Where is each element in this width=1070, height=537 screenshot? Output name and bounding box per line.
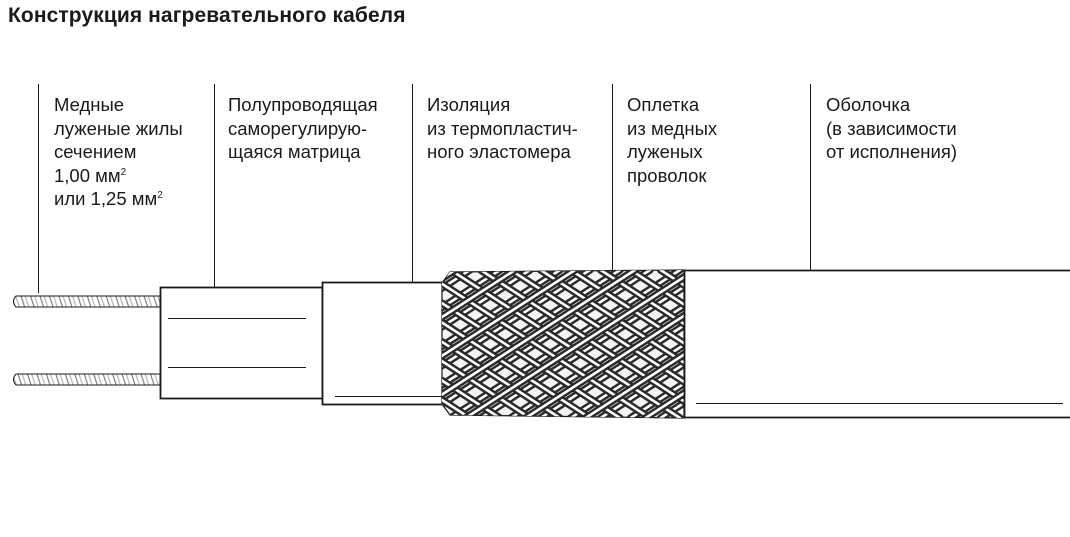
label-insulation: Изоляция из термопластич- ного эластомер… — [427, 93, 578, 164]
label-insulation-line-1: Изоляция — [427, 94, 511, 115]
label-matrix-line-2: саморегулирую- — [228, 117, 368, 139]
label-jacket-line-3: от исполнения) — [826, 141, 958, 162]
label-conductors: Медные луженые жилы сечением 1,00 мм2 ил… — [54, 93, 183, 211]
label-conductors-line-5-text: или 1,25 мм — [54, 188, 158, 209]
label-braid-line-3: луженых — [627, 141, 703, 162]
label-conductors-line-4-text: 1,00 мм — [54, 164, 121, 186]
jacket-layer — [683, 269, 1070, 419]
label-jacket-line-1: Оболочка — [826, 94, 911, 115]
label-jacket-line-2: (в зависимости — [826, 117, 957, 139]
matrix-layer — [159, 286, 324, 400]
insulation-layer — [321, 281, 446, 406]
label-braid-line-2: из медных — [627, 117, 718, 139]
label-conductors-line-4-sup: 2 — [120, 166, 127, 178]
label-braid-line-4: проволок — [627, 164, 707, 186]
label-conductors-line-2: луженые жилы — [54, 117, 183, 139]
conductor-wire-top — [13, 295, 161, 308]
label-conductors-line-5: или 1,25 мм2 — [54, 187, 183, 211]
label-conductors-line-5-sup: 2 — [157, 190, 163, 201]
conductor-wire-bottom — [13, 373, 161, 386]
label-conductors-line-4: 1,00 мм2 — [54, 164, 183, 188]
page-title: Конструкция нагревательного кабеля — [8, 4, 406, 27]
label-jacket: Оболочка (в зависимости от исполнения) — [826, 93, 957, 164]
label-braid-line-1: Оплетка — [627, 94, 700, 115]
label-insulation-line-3: ного эластомера — [427, 141, 571, 162]
label-conductors-line-1: Медные — [54, 94, 125, 115]
label-matrix-line-1: Полупроводящая — [228, 94, 378, 115]
label-braid: Оплетка из медных луженых проволок — [627, 93, 717, 187]
label-insulation-line-2: из термопластич- — [427, 117, 578, 139]
label-conductors-line-3: сечением — [54, 141, 137, 162]
label-matrix-line-3: щаяся матрица — [228, 141, 361, 162]
label-matrix: Полупроводящая саморегулирую- щаяся матр… — [228, 93, 378, 164]
